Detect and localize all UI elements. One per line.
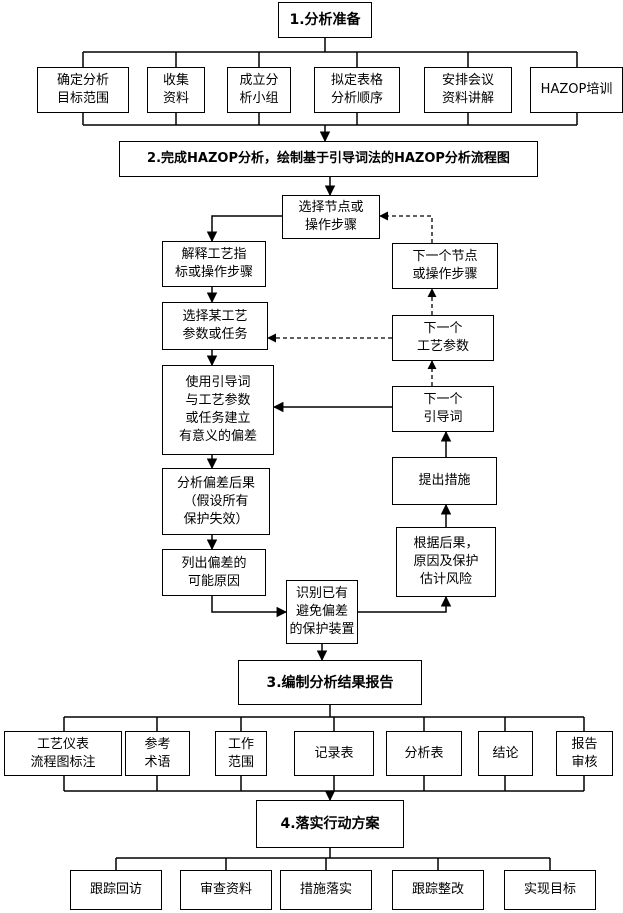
flow-next-param: 下一个 工艺参数 — [392, 315, 494, 361]
report-item-conclusion: 结论 — [478, 731, 533, 776]
section4-title: 4.落实行动方案 — [256, 800, 404, 848]
flow-select-param: 选择某工艺 参数或任务 — [162, 302, 268, 350]
report-item-terms: 参考 术语 — [125, 731, 190, 776]
prep-item-scope: 确定分析 目标范围 — [37, 67, 129, 113]
flow-list-causes: 列出偏差的 可能原因 — [162, 549, 266, 596]
flow-next-node: 下一个节点 或操作步骤 — [392, 243, 498, 289]
section1-title: 1.分析准备 — [278, 2, 372, 38]
flow-analyze-consequence: 分析偏差后果 （假设所有 保护失效） — [162, 468, 270, 535]
section3-title: 3.编制分析结果报告 — [238, 660, 422, 705]
action-item-followup-visit: 跟踪回访 — [70, 870, 162, 910]
prep-item-form-team: 成立分 析小组 — [227, 67, 291, 113]
flow-next-guideword: 下一个 引导词 — [392, 386, 494, 432]
flow-use-guideword: 使用引导词 与工艺参数 或任务建立 有意义的偏差 — [162, 365, 274, 455]
flow-select-node: 选择节点或 操作步骤 — [282, 195, 380, 239]
report-item-scope: 工作 范围 — [215, 731, 267, 776]
action-item-implement: 措施落实 — [280, 870, 372, 910]
flow-propose-measures: 提出措施 — [392, 457, 497, 505]
flow-identify-protection: 识别已有 避免偏差 的保护装置 — [286, 580, 358, 644]
flow-evaluate-risk: 根据后果， 原因及保护 估计风险 — [396, 527, 496, 597]
action-item-review-data: 审查资料 — [180, 870, 272, 910]
prep-item-meeting: 安排会议 资料讲解 — [424, 67, 512, 113]
prep-item-collect-data: 收集 资料 — [147, 67, 205, 113]
report-item-pid: 工艺仪表 流程图标注 — [4, 731, 122, 776]
report-item-review: 报告 审核 — [556, 731, 613, 776]
prep-item-forms-order: 拟定表格 分析顺序 — [314, 67, 400, 113]
report-item-analysis-table: 分析表 — [386, 731, 462, 776]
action-item-rectify: 跟踪整改 — [392, 870, 484, 910]
prep-item-hazop-training: HAZOP培训 — [530, 67, 623, 113]
flow-explain: 解释工艺指 标或操作步骤 — [162, 241, 266, 287]
report-item-record: 记录表 — [294, 731, 374, 776]
section2-title: 2.完成HAZOP分析，绘制基于引导词法的HAZOP分析流程图 — [119, 141, 538, 177]
action-item-achieve-goal: 实现目标 — [504, 870, 596, 910]
